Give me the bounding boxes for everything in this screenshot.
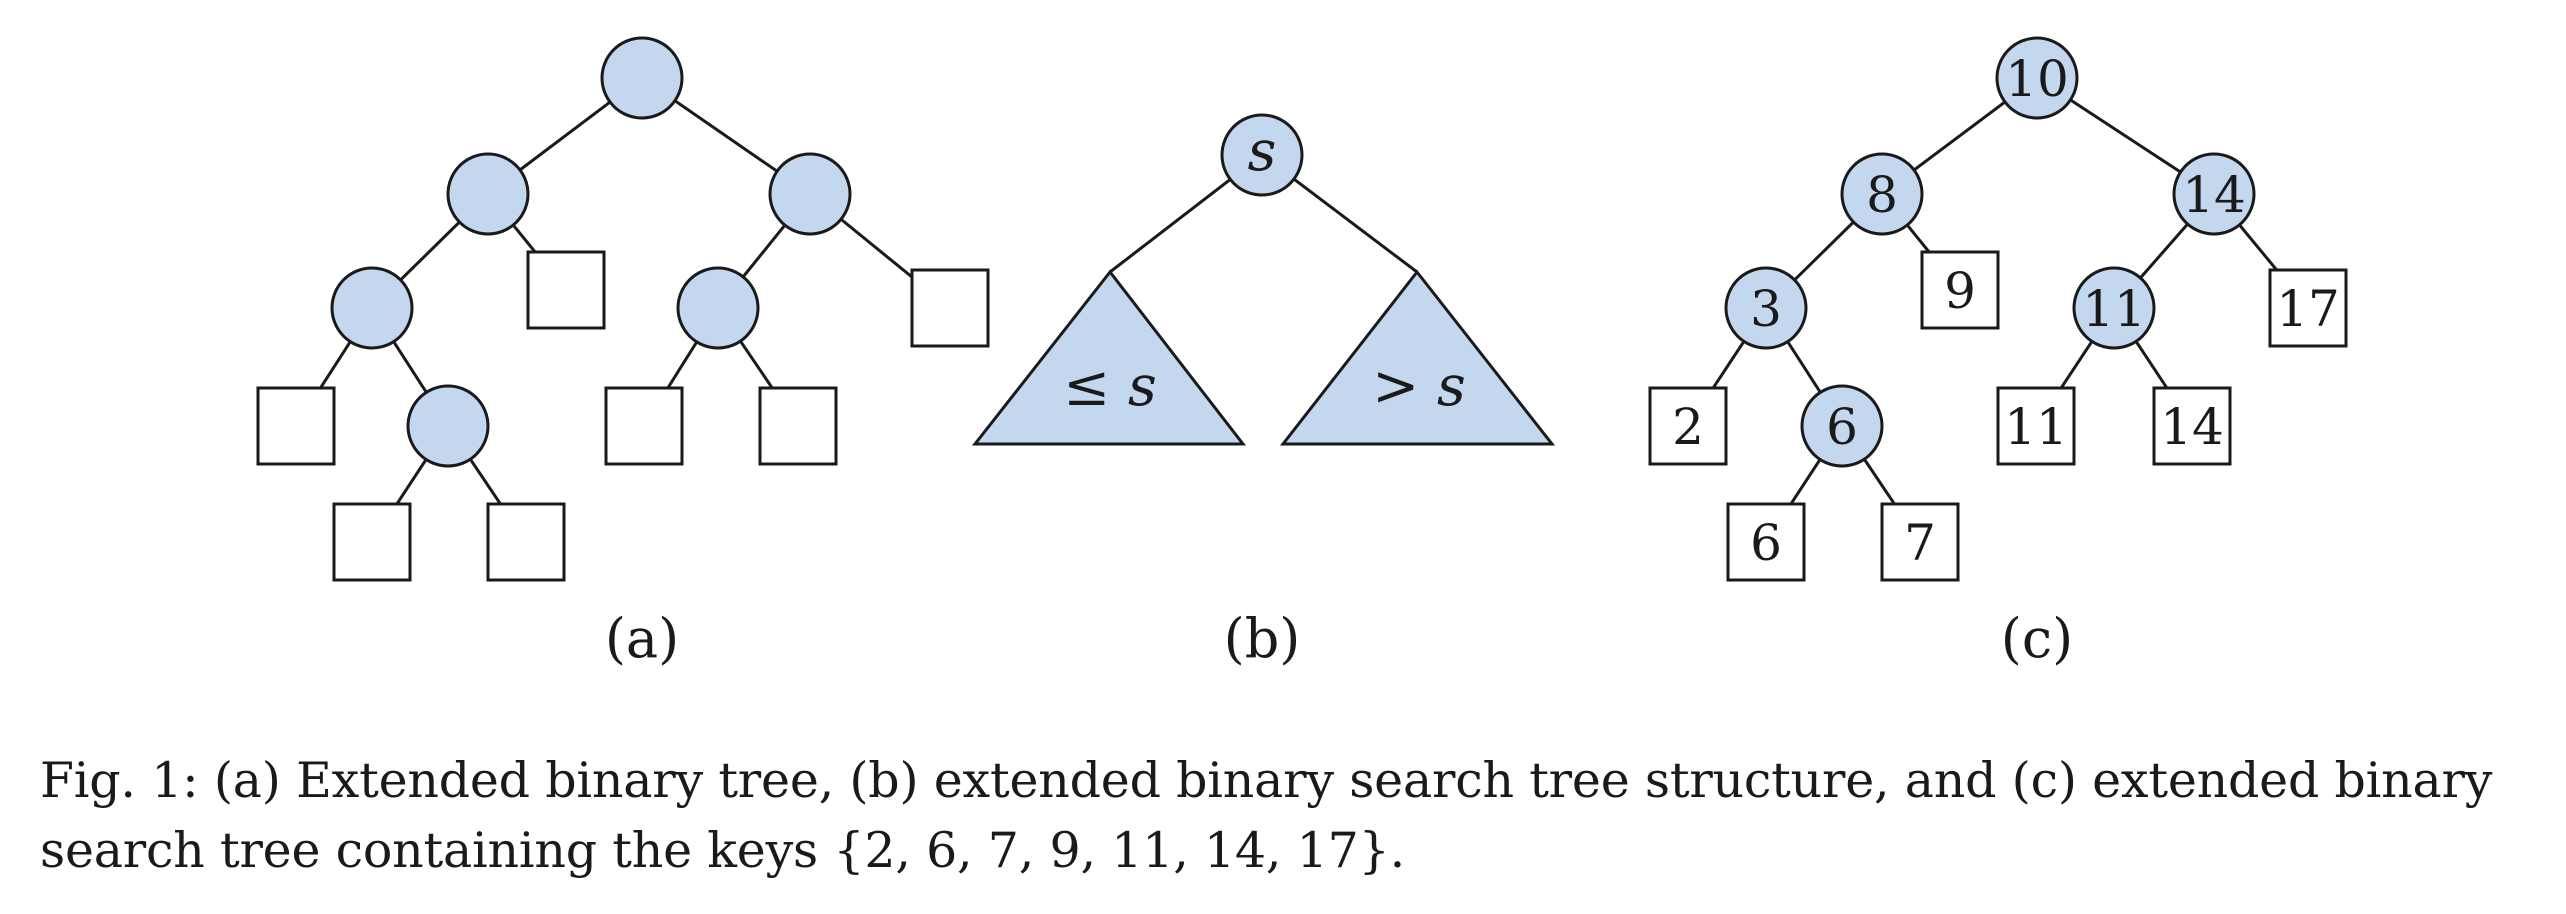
a-internal-node [676, 266, 760, 350]
shapes-layer [256, 36, 2348, 582]
c-internal-node-14-label: 14 [2182, 166, 2246, 224]
text-layer: s ≤ s > s (a) (b) (c) 10 8 14 3 11 6 9 17 2 11 14 6… [605, 50, 2340, 670]
c-external-node-11 [1996, 386, 2076, 466]
a-internal-node [330, 266, 414, 350]
c-internal-node-8 [1840, 152, 1924, 236]
a-internal-node [446, 152, 530, 236]
b-left-subtree-triangle [971, 269, 1247, 446]
a-external-node [526, 250, 606, 330]
b-root-node [1220, 113, 1304, 197]
c-internal-node-11 [2072, 266, 2156, 350]
c-external-node-17 [2268, 268, 2348, 348]
c-internal-node-10-label: 10 [2005, 50, 2069, 108]
c-external-node-2 [1648, 386, 1728, 466]
c-internal-node-11-label: 11 [2082, 280, 2146, 338]
c-internal-node-6 [1800, 384, 1884, 468]
c-internal-node-10 [1995, 36, 2079, 120]
panel-c-label: (c) [2001, 607, 2073, 670]
a-internal-node [768, 152, 852, 236]
c-external-node-6 [1726, 502, 1806, 582]
a-internal-node [406, 384, 490, 468]
a-external-node [332, 502, 412, 582]
a-external-node [256, 386, 336, 466]
c-internal-node-14 [2172, 152, 2256, 236]
c-external-node-2-label: 2 [1672, 398, 1704, 456]
b-left-subtree-label: ≤ s [1063, 354, 1156, 419]
panel-a-label: (a) [605, 607, 679, 670]
b-root-label: s [1248, 119, 1277, 184]
c-internal-node-3-label: 3 [1750, 280, 1782, 338]
c-internal-node-8-label: 8 [1866, 166, 1898, 224]
c-external-node-7-label: 7 [1904, 514, 1936, 572]
b-right-subtree-triangle [1279, 269, 1556, 446]
c-internal-node-6-label: 6 [1826, 398, 1858, 456]
figure-caption-line-1: Fig. 1: (a) Extended binary tree, (b) ex… [40, 752, 2493, 809]
c-external-node-7 [1880, 502, 1960, 582]
a-external-node [604, 386, 684, 466]
c-external-node-11-label: 11 [2004, 398, 2068, 456]
c-external-node-14-label: 14 [2160, 398, 2224, 456]
c-external-node-17-label: 17 [2276, 280, 2340, 338]
c-external-node-6-label: 6 [1750, 514, 1782, 572]
panel-b-label: (b) [1224, 607, 1301, 670]
figure-caption-line-2: search tree containing the keys {2, 6, 7… [40, 822, 1405, 879]
a-internal-node [600, 36, 684, 120]
a-external-node [910, 268, 990, 348]
c-external-node-14 [2152, 386, 2232, 466]
b-right-subtree-label: > s [1372, 354, 1465, 419]
c-external-node-9 [1920, 250, 2000, 330]
c-internal-node-3 [1724, 266, 1808, 350]
a-external-node [758, 386, 838, 466]
c-external-node-9-label: 9 [1944, 262, 1976, 320]
a-external-node [486, 502, 566, 582]
